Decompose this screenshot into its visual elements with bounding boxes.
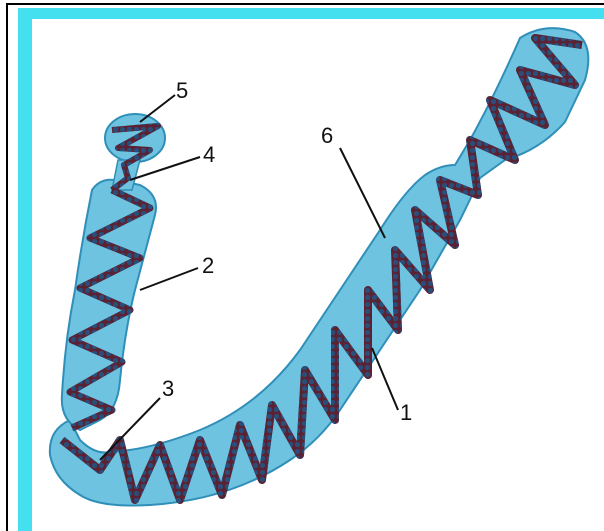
label-5: 5 xyxy=(176,78,188,103)
label-2: 2 xyxy=(202,253,214,278)
label-1: 1 xyxy=(400,400,412,425)
label-3: 3 xyxy=(162,376,174,401)
label-4: 4 xyxy=(203,142,215,167)
label-6: 6 xyxy=(321,123,333,148)
